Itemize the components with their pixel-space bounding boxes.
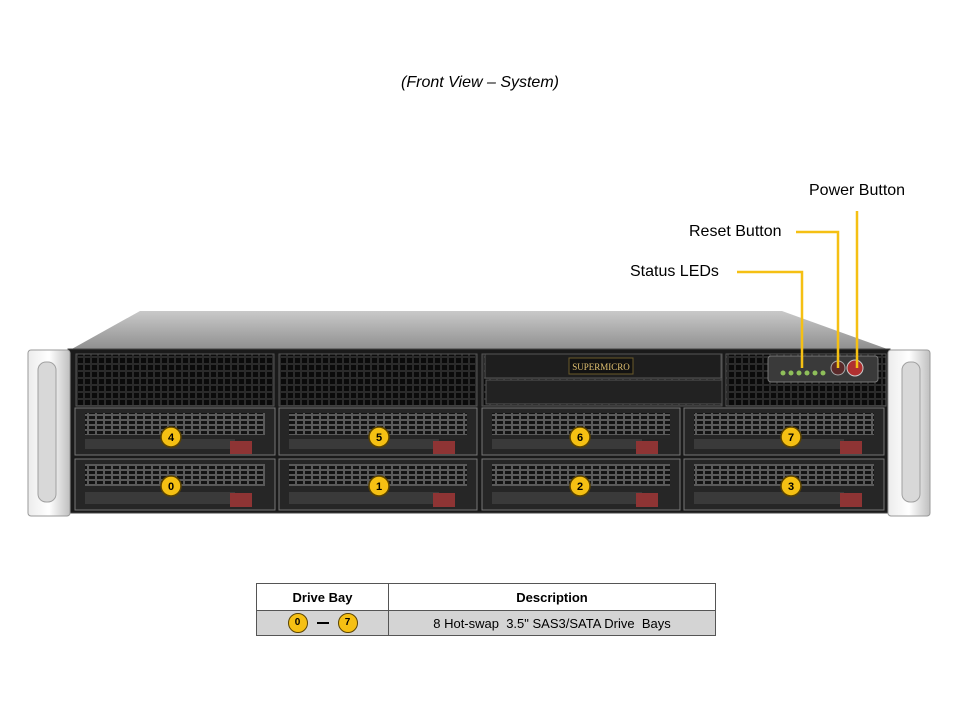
table-header-drive-bay: Drive Bay xyxy=(256,583,389,611)
svg-text:7: 7 xyxy=(788,432,794,444)
drive-tray[interactable] xyxy=(481,458,681,511)
bay-badge-5: 5 xyxy=(368,426,390,448)
bay-badge-0: 0 xyxy=(160,475,182,497)
power-button[interactable] xyxy=(846,359,864,377)
page-caption: (Front View – System) xyxy=(401,74,559,91)
bay-badge-3: 3 xyxy=(780,475,802,497)
reset-button-label: Reset Button xyxy=(689,223,782,240)
description-cell: 8 Hot-swap 3.5" SAS3/SATA Drive Bays xyxy=(388,610,716,636)
bay-number-badges: 4 5 6 7 0 1 2 3 xyxy=(160,426,802,497)
reset-leader xyxy=(796,230,840,368)
vent-panel xyxy=(278,353,478,407)
status-leader xyxy=(737,270,804,368)
bay-range-start-badge: 0 xyxy=(287,613,308,633)
bay-badge-6: 6 xyxy=(569,426,591,448)
svg-text:1: 1 xyxy=(376,481,382,493)
power-button-label: Power Button xyxy=(809,182,906,199)
optical-bay-cover xyxy=(485,379,723,405)
svg-text:6: 6 xyxy=(577,432,583,444)
drive-tray[interactable] xyxy=(683,458,885,511)
chassis-top xyxy=(70,311,890,350)
status-leds-label: Status LEDs xyxy=(630,263,719,280)
table-header-description: Description xyxy=(388,583,716,611)
bay-range-end-badge: 7 xyxy=(337,613,358,633)
svg-text:2: 2 xyxy=(577,481,583,493)
bay-badge-2: 2 xyxy=(569,475,591,497)
status-leds xyxy=(780,370,826,376)
svg-text:4: 4 xyxy=(168,432,175,444)
bay-badge-4: 4 xyxy=(160,426,182,448)
svg-text:0: 0 xyxy=(168,481,174,493)
callout-leaders xyxy=(737,211,859,368)
svg-text:3: 3 xyxy=(788,481,794,493)
range-dash xyxy=(316,622,329,624)
bay-badge-7: 7 xyxy=(780,426,802,448)
svg-text:5: 5 xyxy=(376,432,382,444)
bay-badge-1: 1 xyxy=(368,475,390,497)
vent-panel xyxy=(75,353,275,407)
brand-logo: SUPERMICRO xyxy=(572,362,630,372)
